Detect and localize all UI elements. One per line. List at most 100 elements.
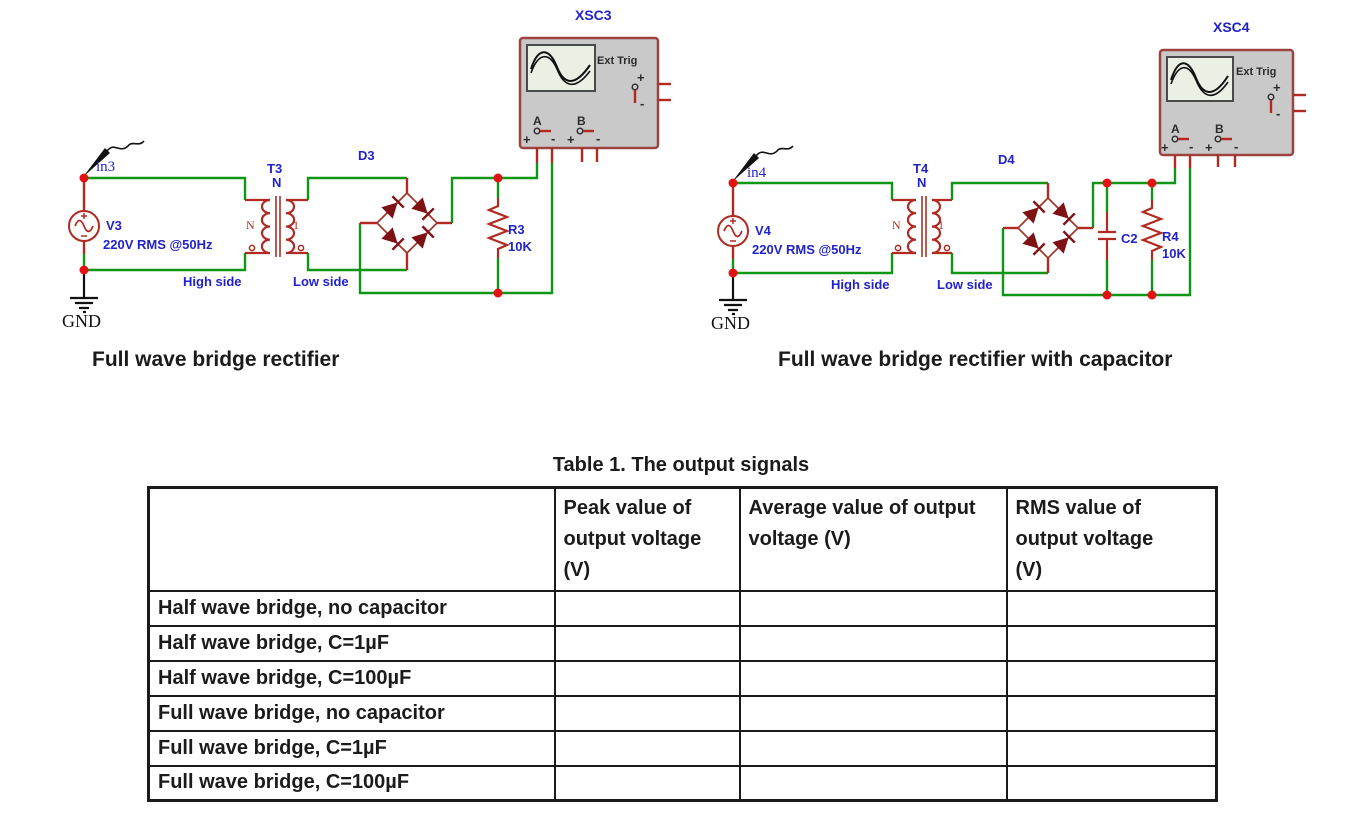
ac-voltage-source [68, 178, 100, 270]
table-row: Half wave bridge, C=100µF [147, 659, 1218, 697]
ch-a-minus-label: - [1189, 139, 1193, 154]
ch-a-minus-label: - [551, 131, 555, 146]
output-signals-section: Table 1. The output signals Peak value o… [147, 454, 1218, 802]
channel-a-label: A [1171, 122, 1180, 136]
junction-dots [79, 173, 503, 298]
right-circuit-schematic: in4 V4 220V RMS @50Hz GND T4 N N [711, 19, 1306, 333]
row-label: Half wave bridge, C=100µF [147, 659, 556, 697]
resistor-ref-label: R3 [508, 222, 525, 237]
ch-b-minus-label: - [596, 131, 600, 146]
bridge-rectifier [360, 178, 452, 270]
ground-symbol [719, 273, 747, 316]
probe-label: in3 [96, 159, 115, 175]
table-cell [1005, 624, 1218, 662]
transformer-sub-label: N [917, 175, 926, 190]
table-row: Full wave bridge, C=1µF [147, 729, 1218, 767]
transformer [892, 196, 952, 257]
winding-primary-label: N [246, 218, 255, 232]
oscilloscope: Ext Trig + - A B + - + - [1158, 48, 1306, 168]
transformer-ref-label: T4 [913, 161, 929, 176]
source-ref-label: V3 [106, 218, 122, 233]
row-label: Full wave bridge, C=1µF [147, 729, 556, 767]
right-circuit-caption: Full wave bridge rectifier with capacito… [778, 348, 1173, 371]
table-cell [738, 694, 1008, 732]
table-cell [1005, 729, 1218, 767]
table-row: Full wave bridge, no capacitor [147, 694, 1218, 732]
table-cell [553, 729, 741, 767]
row-label: Full wave bridge, no capacitor [147, 694, 556, 732]
trig-minus-label: - [640, 96, 644, 111]
table-cell [553, 659, 741, 697]
source-ref-label: V4 [755, 223, 772, 238]
left-circuit-caption: Full wave bridge rectifier [92, 348, 340, 371]
load-resistor [485, 198, 511, 258]
ch-b-minus-label: - [1234, 139, 1238, 154]
resistor-value-label: 10K [1162, 246, 1186, 261]
channel-a-label: A [533, 114, 542, 128]
low-side-label: Low side [937, 277, 993, 292]
ch-a-plus-label: + [523, 132, 531, 147]
table-row: Half wave bridge, no capacitor [147, 589, 1218, 627]
ext-trig-label: Ext Trig [597, 55, 637, 67]
table-title: Table 1. The output signals [552, 454, 810, 476]
transformer-sub-label: N [272, 175, 281, 190]
left-circuit-schematic: in3 V3 220V RMS @50Hz GND T3 N N [62, 7, 671, 331]
trig-plus-label: + [637, 70, 645, 85]
resistor-value-label: 10K [508, 239, 532, 254]
table-cell [1005, 764, 1218, 802]
low-side-label: Low side [293, 274, 349, 289]
row-label: Half wave bridge, C=1µF [147, 624, 556, 662]
ch-b-plus-label: + [567, 132, 575, 147]
row-label: Full wave bridge, C=100µF [147, 764, 556, 802]
trig-plus-label: + [1273, 80, 1281, 95]
scope-screen [526, 44, 596, 92]
output-signals-table: Peak value of output voltage (V) Average… [147, 486, 1218, 802]
ext-trig-label: Ext Trig [1236, 66, 1276, 78]
source-value-label: 220V RMS @50Hz [752, 242, 862, 257]
winding-secondary-label: 1 [293, 218, 299, 232]
table-cell [553, 624, 741, 662]
ch-a-plus-label: + [1161, 140, 1169, 155]
channel-b-label: B [1215, 122, 1224, 136]
filter-capacitor [1098, 212, 1116, 260]
header-blank [147, 486, 556, 592]
bridge-rectifier [1003, 183, 1093, 273]
channel-b-label: B [577, 114, 586, 128]
junction-dots [728, 178, 1157, 300]
resistor-ref-label: R4 [1162, 229, 1179, 244]
row-label: Half wave bridge, no capacitor [147, 589, 556, 627]
table-cell [738, 624, 1008, 662]
table-cell [738, 764, 1008, 802]
table-cell [738, 729, 1008, 767]
bridge-ref-label: D4 [998, 152, 1015, 167]
capacitor-ref-label: C2 [1121, 231, 1138, 246]
scope-screen [1166, 56, 1234, 102]
header-average: Average value of output voltage (V) [738, 486, 1008, 592]
probe-icon [83, 140, 145, 177]
table-cell [1005, 589, 1218, 627]
transformer [245, 196, 308, 257]
wires [733, 168, 1192, 297]
winding-primary-label: N [892, 218, 901, 232]
transformer-ref-label: T3 [267, 161, 282, 176]
trig-minus-label: - [1276, 106, 1280, 121]
high-side-label: High side [831, 277, 890, 292]
winding-secondary-label: 1 [938, 218, 944, 232]
oscilloscope: Ext Trig + - A B + - + - [518, 36, 671, 163]
probe-icon [732, 145, 794, 182]
table-cell [738, 659, 1008, 697]
table-header-row: Peak value of output voltage (V) Average… [147, 486, 1218, 592]
table-cell [738, 589, 1008, 627]
ac-voltage-source [717, 183, 749, 273]
circuits-canvas: in3 V3 220V RMS @50Hz GND T3 N N [62, 7, 1306, 333]
scope-title: XSC4 [1213, 19, 1250, 35]
header-rms: RMS value of output voltage (V) [1005, 486, 1218, 592]
table-cell [553, 764, 741, 802]
scope-title: XSC3 [575, 7, 612, 23]
ch-b-plus-label: + [1205, 140, 1213, 155]
bridge-ref-label: D3 [358, 148, 375, 163]
high-side-label: High side [183, 274, 242, 289]
gnd-label: GND [62, 311, 101, 331]
